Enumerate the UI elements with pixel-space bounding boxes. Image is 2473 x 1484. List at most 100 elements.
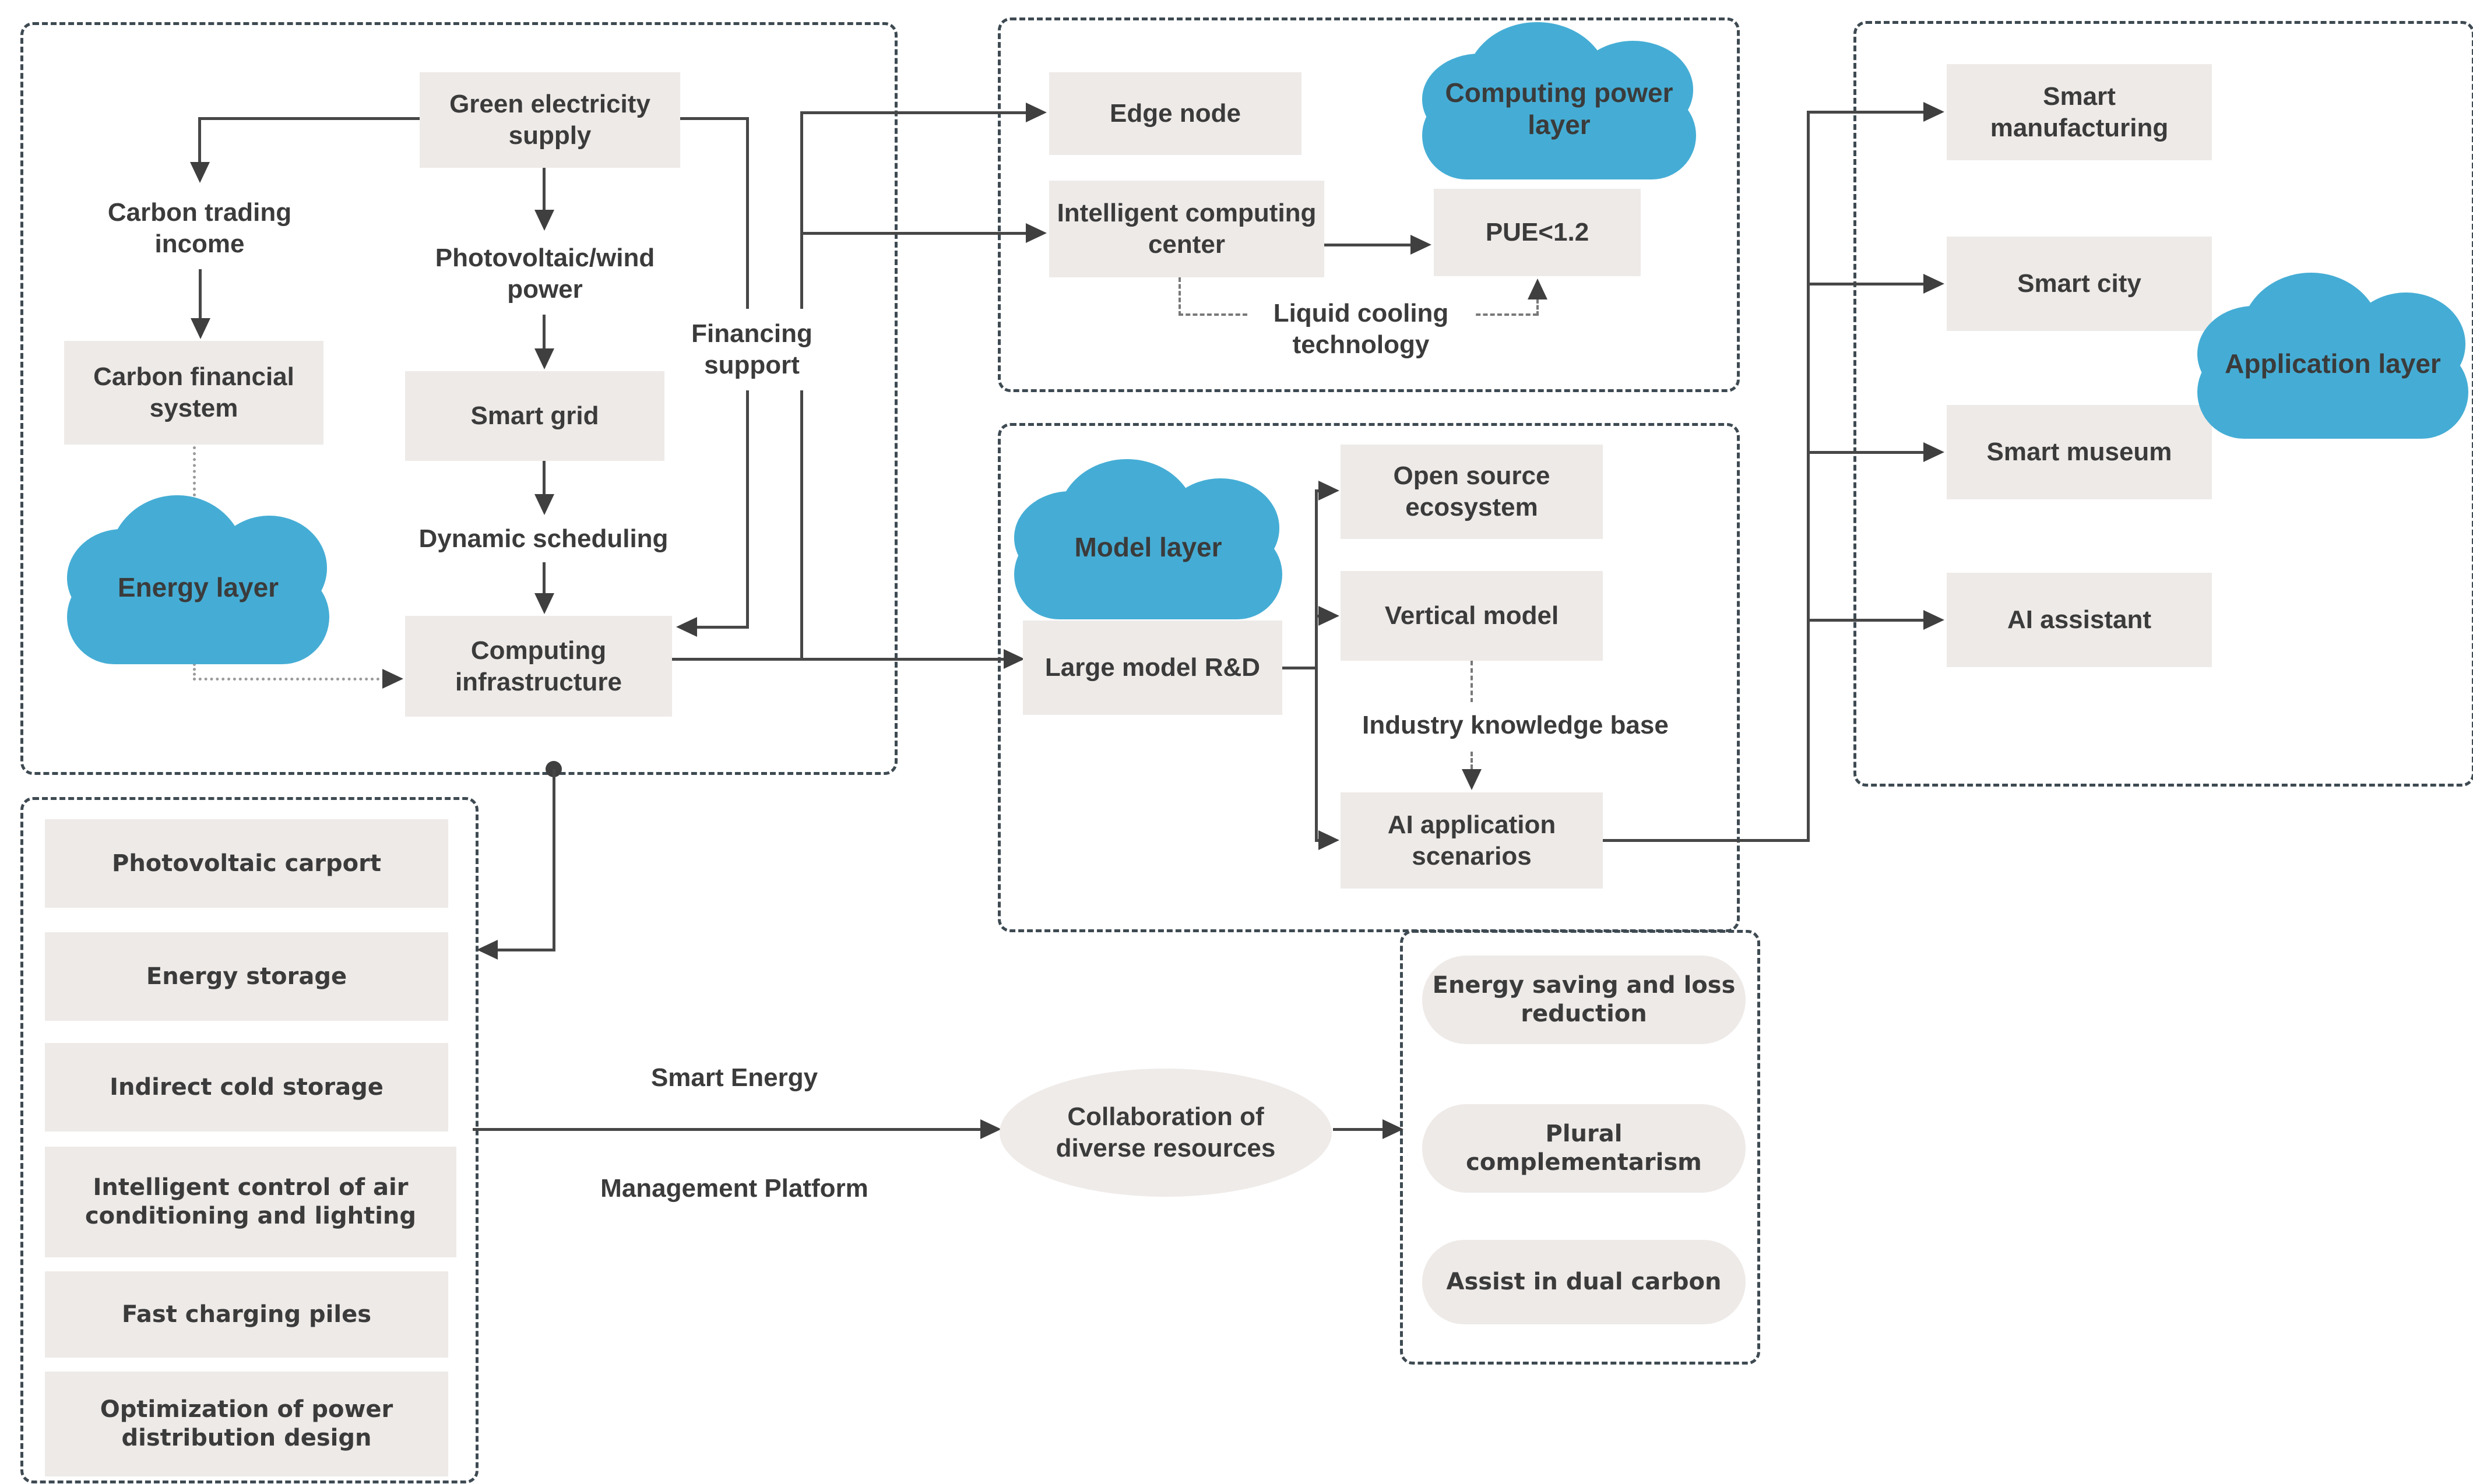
financing-line-top	[680, 117, 749, 120]
node-label: Green electricity supply	[449, 90, 650, 150]
node-label: Carbon trading income	[107, 198, 292, 258]
node-label: Vertical model	[1384, 601, 1559, 630]
cloud-energy-layer-icon: Energy layer	[67, 495, 329, 664]
node-large-model-rd: Large model R&D	[1023, 621, 1282, 715]
connector-dynamic-to-infra	[543, 562, 546, 595]
node-open-source-ecosystem: Open source ecosystem	[1341, 445, 1603, 539]
feed-to-assistant	[1807, 619, 1925, 622]
node-label: Energy saving and loss reduction	[1432, 972, 1736, 1027]
node-assist-dual-carbon: Assist in dual carbon	[1422, 1240, 1746, 1324]
node-label: Smart manufacturing	[1990, 82, 2169, 142]
dotted-cloud-to-infra	[193, 678, 385, 681]
node-label: Photovoltaic/wind power	[435, 244, 655, 304]
arrowhead-financing-into-infra	[676, 617, 697, 637]
arrowhead-computing-infra	[534, 593, 554, 614]
node-edge-node: Edge node	[1049, 72, 1301, 155]
node-photovoltaic-wind-power: Photovoltaic/wind power	[408, 233, 682, 315]
node-label: Large model R&D	[1044, 653, 1261, 682]
cloud-computing-power-layer-icon: Computing power layer	[1422, 22, 1696, 179]
label-management-platform: Management Platform	[548, 1165, 921, 1212]
node-vertical-model: Vertical model	[1341, 571, 1603, 661]
arrowhead-smart-city	[1923, 274, 1944, 294]
cloud-model-layer-icon: Model layer	[1014, 459, 1282, 619]
platform-label-top: Smart Energy	[650, 1063, 818, 1092]
node-label: Fast charging piles	[121, 1300, 372, 1328]
arrowhead-open-source	[1318, 481, 1339, 500]
largemodel-branch-h	[1282, 667, 1317, 669]
node-collaboration-hub: Collaboration of diverse resources	[1000, 1069, 1332, 1197]
edge-label: Liquid cooling technology	[1273, 299, 1449, 359]
label-smart-energy: Smart Energy	[594, 1055, 874, 1101]
arrowhead-vertical-model	[1318, 606, 1339, 626]
cloud-label: Application layer	[2225, 348, 2441, 379]
panel-benefits	[1400, 930, 1760, 1365]
arrowhead-into-platform-panel	[477, 940, 498, 960]
platform-arrow-line	[473, 1128, 986, 1131]
arrowhead-edge-node	[1026, 103, 1047, 122]
financing-line-bottom	[695, 626, 749, 629]
dashdot-label-right	[1469, 313, 1538, 316]
dashdot-up-to-pue	[1536, 287, 1539, 316]
node-label: Intelligent computing center	[1057, 199, 1317, 259]
node-label: Optimization of power distribution desig…	[100, 1396, 393, 1451]
connector-smartgrid-to-dynamic	[543, 461, 546, 497]
node-label: Carbon financial system	[93, 362, 294, 422]
node-pue: PUE<1.2	[1434, 189, 1641, 276]
cloud-label: Computing power layer	[1445, 77, 1673, 140]
arrowhead-carbon-trading	[190, 162, 210, 183]
dotted-cloud-down	[193, 663, 196, 681]
panel-link-h	[495, 949, 555, 951]
node-label: Photovoltaic carport	[112, 849, 381, 877]
arrowhead-dotted-infra	[382, 669, 403, 689]
dashdot-icc-right	[1179, 313, 1247, 316]
node-photovoltaic-carport: Photovoltaic carport	[45, 819, 448, 908]
application-feed-v	[1807, 111, 1810, 842]
arrowhead-pue-bottom	[1528, 279, 1547, 299]
panel-computing-power-layer	[998, 17, 1740, 392]
node-power-distribution-design: Optimization of power distribution desig…	[45, 1372, 448, 1476]
node-smart-grid: Smart grid	[405, 371, 664, 461]
arrowhead-pv-wind	[534, 210, 554, 231]
node-label: Smart museum	[1986, 438, 2172, 467]
node-label: PUE<1.2	[1485, 218, 1589, 247]
label-liquid-cooling-technology: Liquid cooling technology	[1247, 288, 1475, 370]
feed-to-city	[1807, 283, 1925, 285]
node-carbon-financial-system: Carbon financial system	[64, 341, 323, 445]
icc-to-pue-line	[1324, 244, 1415, 246]
node-energy-storage: Energy storage	[45, 932, 448, 1021]
node-label: Smart city	[2017, 269, 2141, 298]
infra-output-line	[672, 658, 1022, 661]
edge-label: Industry knowledge base	[1362, 711, 1669, 740]
label-financing-support: Financing support	[670, 309, 833, 390]
node-label: Edge node	[1110, 99, 1241, 128]
node-carbon-trading-income: Carbon trading income	[64, 188, 335, 269]
feed-to-manufacturing	[1807, 111, 1925, 114]
arrowhead-scenarios-top	[1462, 769, 1482, 790]
panel-platform-components	[20, 797, 479, 1483]
panel-energy-layer	[20, 22, 898, 775]
node-computing-infrastructure: Computing infrastructure	[405, 616, 672, 717]
dashdot-vertical-to-kb	[1471, 661, 1473, 703]
arrowhead-large-model	[1004, 649, 1025, 669]
feed-to-intelligent-center	[800, 232, 1028, 235]
dotted-financial-to-cloud	[193, 446, 196, 496]
arrowhead-smart-museum	[1923, 442, 1944, 462]
node-label: Energy storage	[146, 963, 347, 990]
feed-to-museum	[1807, 451, 1925, 454]
largemodel-branch-v	[1315, 489, 1318, 842]
node-label: AI assistant	[2007, 605, 2151, 635]
cloud-application-layer-icon: Application layer	[2197, 273, 2468, 439]
arrowhead-ai-scenarios	[1318, 830, 1339, 850]
panel-link-v	[553, 769, 555, 951]
arrowhead-smart-grid	[534, 348, 554, 369]
node-dynamic-scheduling: Dynamic scheduling	[385, 516, 702, 562]
connector-green-to-carbon-h	[198, 117, 423, 120]
arrowhead-ai-assistant	[1923, 610, 1944, 630]
node-intelligent-computing-center: Intelligent computing center	[1049, 181, 1324, 277]
arrowhead-smart-manufacturing	[1923, 102, 1944, 122]
connector-green-to-carbon-v	[198, 117, 201, 164]
arrowhead-collaboration	[980, 1119, 1001, 1139]
node-label: Smart grid	[470, 401, 599, 431]
dashdot-kb-to-scenarios	[1471, 752, 1473, 782]
